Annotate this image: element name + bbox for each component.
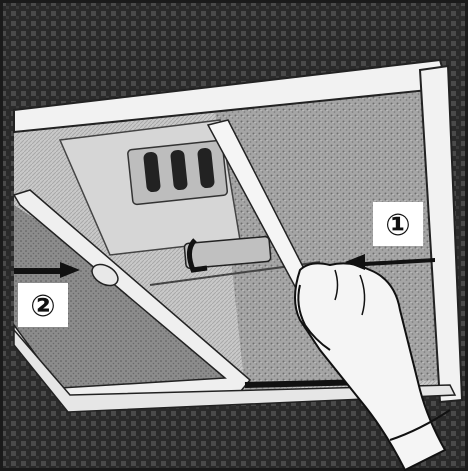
callout-two-label: ②	[30, 289, 55, 324]
callout-one-label: ①	[385, 208, 410, 243]
